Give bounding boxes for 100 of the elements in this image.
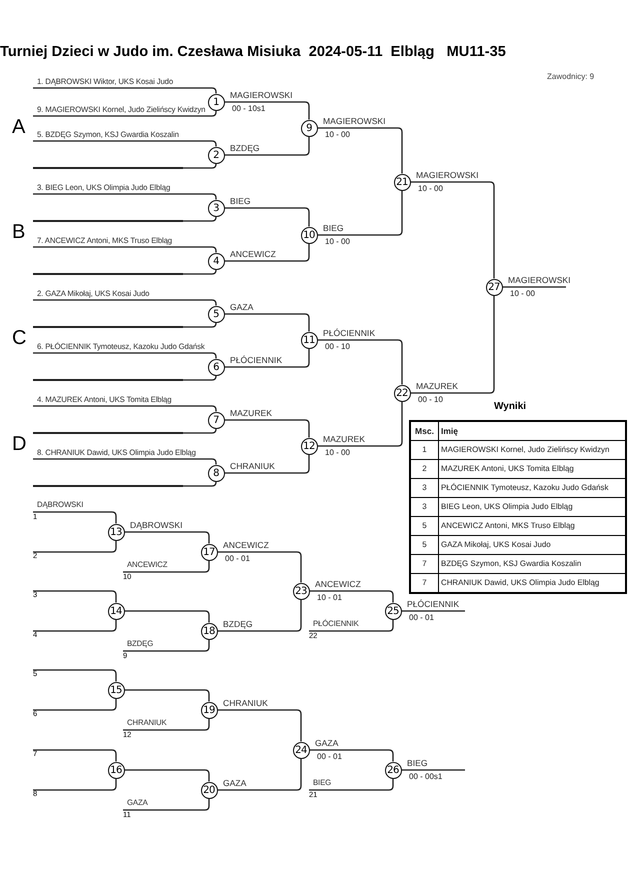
bracket-line <box>123 718 210 731</box>
match-number-circle: 27 <box>486 278 502 296</box>
bracket-line <box>33 669 117 682</box>
match-score: 00 - 00s1 <box>409 772 442 782</box>
winner-name: BZDĘG <box>230 143 260 153</box>
bracket-line <box>33 352 217 358</box>
bracket-line <box>123 560 210 573</box>
match-number-circle: 6 <box>208 358 224 376</box>
match-number-circle: 12 <box>300 438 318 454</box>
bracket-line <box>224 101 310 120</box>
match-score: 10 - 00 <box>510 289 535 299</box>
bracket-line <box>183 269 217 275</box>
bracket-line <box>33 540 117 553</box>
match-number-circle: 9 <box>300 120 318 136</box>
match-number-circle: 5 <box>208 306 224 322</box>
match-number-circle: 20 <box>200 782 218 798</box>
winner-name: MAZUREK <box>416 381 458 391</box>
header-cell: Msc. <box>411 422 439 441</box>
winner-name: ANCEWICZ <box>223 540 269 550</box>
match-number-circle: 17 <box>200 544 218 560</box>
empty-slot-line <box>33 432 183 434</box>
bracket-line <box>33 590 117 602</box>
winner-name: BZDĘG <box>223 619 253 629</box>
match-score: 10 - 00 <box>325 237 350 247</box>
bracket-line <box>33 511 117 524</box>
winner-name: CHRANIUK <box>230 461 275 471</box>
bracket-line <box>318 127 403 174</box>
match-number-circle: 16 <box>108 762 124 778</box>
bracket-line <box>218 600 302 632</box>
bracket-line <box>33 749 117 762</box>
match-score: 10 - 00 <box>325 448 350 458</box>
bracket-line <box>218 551 302 582</box>
bracket-line <box>183 163 217 169</box>
tournament-title: Turniej Dzieci w Judo im. Czesława Misiuka 2024-05-11 Elbląg MU11-35 <box>0 44 507 60</box>
winner-name: MAGIEROWSKI <box>230 90 293 100</box>
bracket-line <box>124 689 210 702</box>
bracket-line <box>33 87 217 94</box>
winner-name: BIEG <box>323 223 344 233</box>
match-number-circle: 14 <box>108 602 124 620</box>
winner-name: MAGIEROWSKI <box>323 116 386 126</box>
bracket-line <box>224 207 310 226</box>
bracket-line <box>183 322 217 328</box>
match-number-circle: 2 <box>208 146 224 164</box>
bracket-line <box>123 798 210 811</box>
bracket-line <box>33 140 217 146</box>
match-number-circle: 23 <box>292 582 310 600</box>
winner-name: ANCEWICZ <box>315 579 361 589</box>
winner-name: MAGIEROWSKI <box>508 275 571 285</box>
winner-name: PŁÓCIENNIK <box>323 328 376 338</box>
match-number-circle: 22 <box>394 384 410 402</box>
empty-slot-line <box>33 485 183 487</box>
bracket-line <box>33 620 117 632</box>
match-number-circle: 21 <box>394 174 410 190</box>
bracket-line <box>33 110 217 117</box>
bracket-line <box>410 181 495 278</box>
bracket-line <box>310 749 394 762</box>
results-heading: Wyniki <box>494 401 526 412</box>
bracket-line <box>224 244 310 262</box>
bracket-line <box>33 299 217 306</box>
winner-name: ANCEWICZ <box>230 249 276 259</box>
bracket-line <box>502 286 566 288</box>
competitor-count: Zawodnicy: 9 <box>547 72 594 81</box>
header-cell: Imię <box>439 422 625 441</box>
empty-slot-line <box>33 273 183 275</box>
bracket-line <box>310 590 394 602</box>
match-score: 00 - 10s1 <box>232 104 266 114</box>
winner-name: BIEG <box>407 758 428 768</box>
winner-name: GAZA <box>223 778 246 788</box>
match-score: 00 - 01 <box>225 554 250 564</box>
match-number-circle: 15 <box>108 682 124 698</box>
winner-name: PŁÓCIENNIK <box>407 599 460 609</box>
match-number-circle: 1 <box>208 94 224 110</box>
match-score: 10 - 00 <box>325 130 350 140</box>
match-score: 00 - 01 <box>409 613 434 623</box>
bracket-line <box>224 454 310 474</box>
bracket-line <box>402 610 465 612</box>
bracket-line <box>33 778 117 791</box>
bracket-line <box>183 481 217 487</box>
match-number-circle: 13 <box>108 524 124 540</box>
empty-slot-line <box>33 167 183 169</box>
bracket-line <box>124 769 210 782</box>
bracket-line <box>33 405 217 412</box>
winner-name: PŁÓCIENNIK <box>230 355 282 365</box>
pool-letter: B <box>12 222 26 242</box>
winner-name: GAZA <box>315 738 338 748</box>
match-number-circle: 11 <box>300 332 318 348</box>
bracket-line <box>318 339 403 384</box>
bracket-line <box>410 296 495 394</box>
match-score: 00 - 10 <box>325 342 350 352</box>
match-score: 00 - 10 <box>418 395 443 405</box>
bracket-line <box>124 610 210 622</box>
match-number-circle: 24 <box>292 742 310 758</box>
winner-name: GAZA <box>230 302 254 312</box>
bracket-line <box>218 758 302 791</box>
pool-letter: C <box>12 328 26 348</box>
winner-name: CHRANIUK <box>223 698 268 708</box>
match-number-circle: 18 <box>200 622 218 640</box>
match-number-circle: 10 <box>300 226 318 244</box>
bracket-line <box>318 402 403 447</box>
bracket-line <box>224 313 310 332</box>
